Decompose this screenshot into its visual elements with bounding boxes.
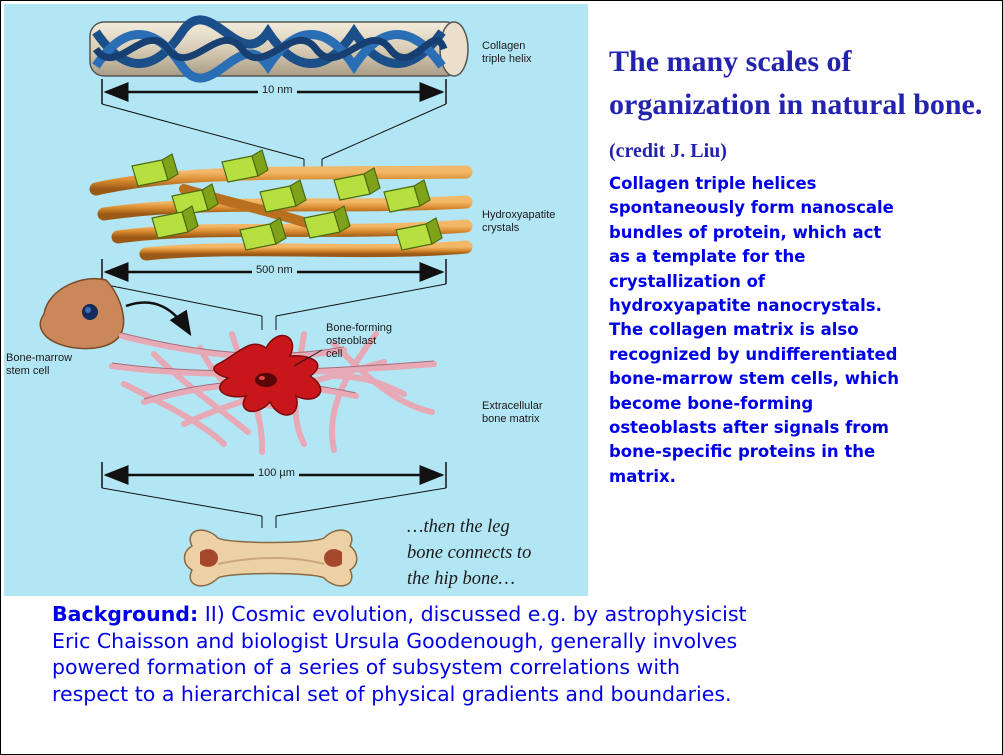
title-main: The many scales of organization in natur… [609,45,982,121]
label-hydroxyapatite-crystals: Hydroxyapatite crystals [482,209,555,235]
stem-cell-drawing [40,279,123,349]
label-bone-marrow-stem-cell: Bone-marrow stem cell [6,352,72,378]
title-credit: (credit J. Liu) [609,140,727,162]
label-collagen-triple-helix: Collagen triple helix [482,40,532,66]
scale-label-500nm: 500 nm [252,264,297,276]
collagen-triple-helix-drawing [90,20,468,78]
background-paragraph: Background: II) Cosmic evolution, discus… [52,601,992,707]
label-bone-forming-osteoblast: Bone-forming osteoblast cell [326,322,392,361]
slide-title: The many scales of organization in natur… [609,40,997,173]
background-label: Background: [52,602,198,626]
leg-bone-caption: …then the leg bone connects to the hip b… [407,514,585,592]
differentiation-arrow [126,302,190,334]
bone-drawing [185,530,357,586]
figure-description: Collagen triple helices spontaneously fo… [609,172,1001,489]
label-extracellular-bone-matrix: Extracellular bone matrix [482,400,543,426]
bone-hierarchy-figure: Collagen triple helix Hydroxyapatite cry… [4,4,588,596]
scale-label-100um: 100 µm [254,467,299,479]
scale-label-10nm: 10 nm [258,84,297,96]
